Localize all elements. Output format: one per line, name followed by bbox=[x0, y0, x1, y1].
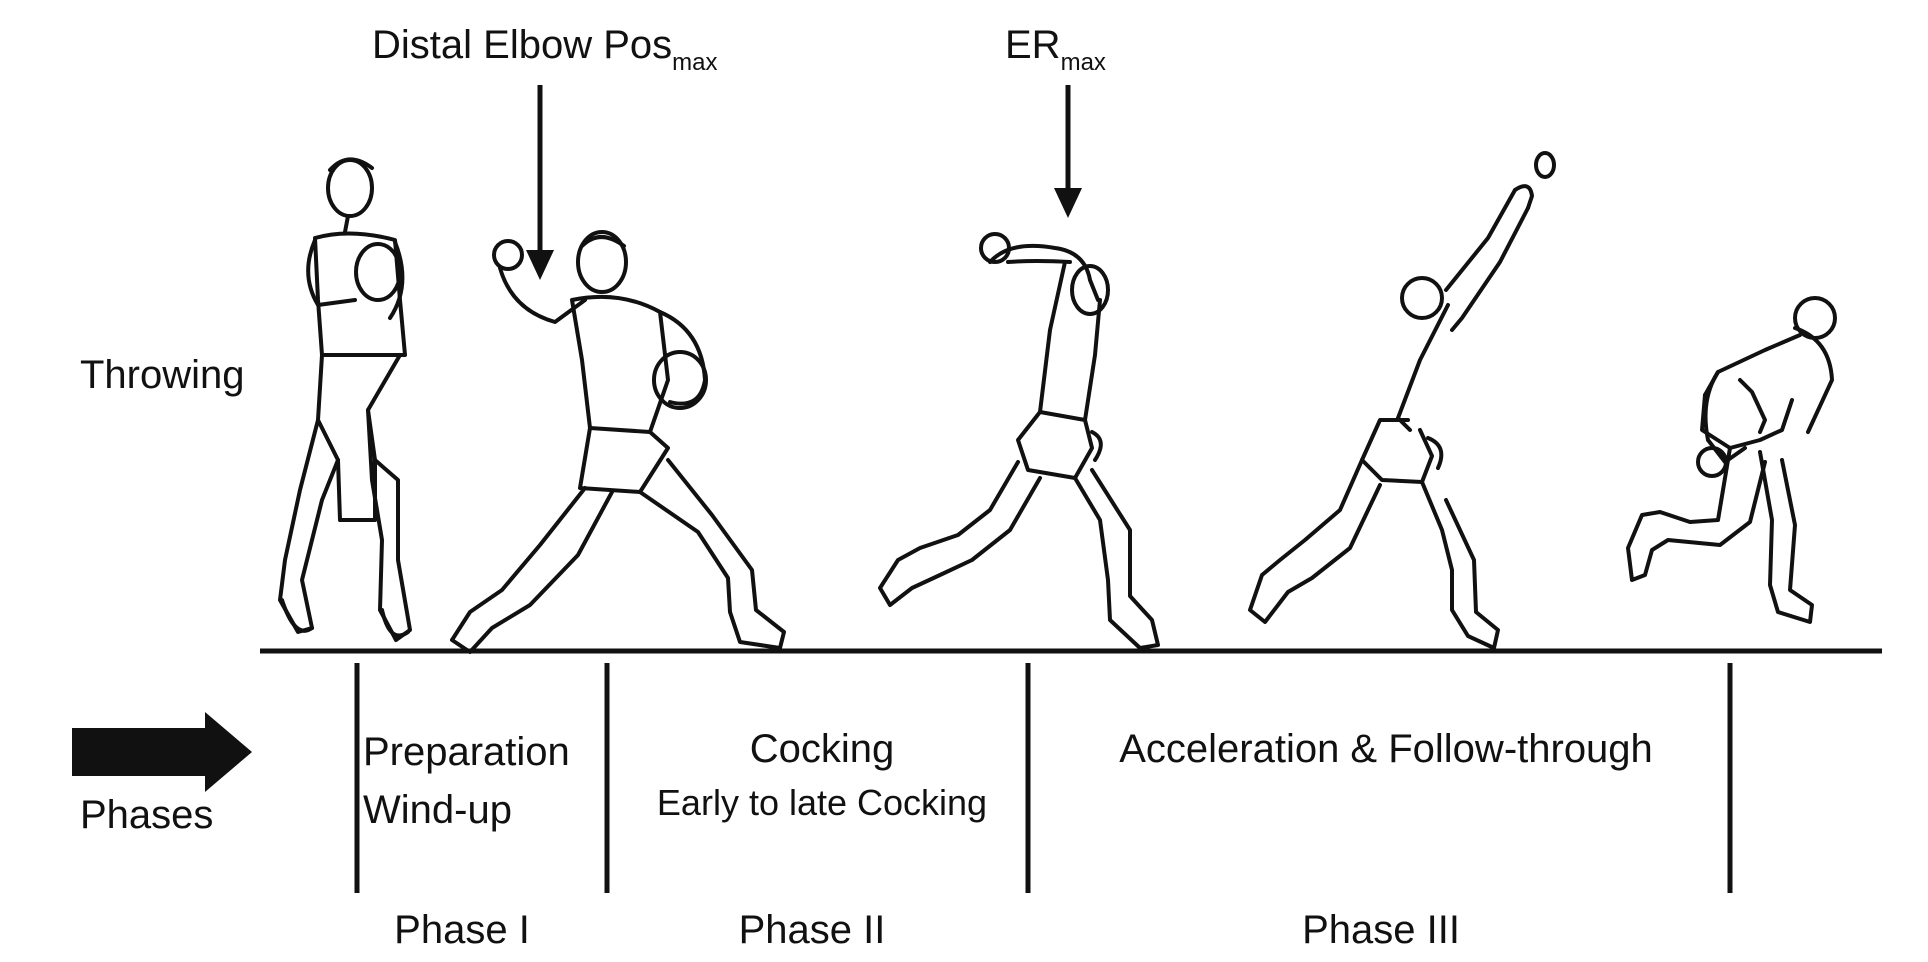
phases-label: Phases bbox=[80, 793, 213, 837]
cocking-sub-label: Early to late Cocking bbox=[657, 782, 987, 823]
er-arrow bbox=[1054, 85, 1082, 218]
windup-label: Wind-up bbox=[363, 788, 512, 832]
phase-2-label: Phase II bbox=[739, 908, 886, 952]
er-annotation: ERmax bbox=[1005, 23, 1106, 76]
phase-1-label: Phase I bbox=[394, 908, 530, 952]
throwing-label: Throwing bbox=[80, 353, 245, 397]
phases-arrow-icon bbox=[72, 712, 252, 792]
acceleration-label: Acceleration & Follow-through bbox=[1119, 727, 1653, 771]
thrower-figure-1 bbox=[278, 157, 412, 642]
preparation-label: Preparation bbox=[363, 730, 570, 774]
thrower-figure-5 bbox=[1626, 296, 1837, 624]
cocking-label: Cocking bbox=[750, 727, 895, 771]
elbow-arrow bbox=[526, 85, 554, 280]
thrower-figure-2 bbox=[450, 230, 786, 654]
phase-3-label: Phase III bbox=[1302, 908, 1460, 952]
thrower-figure-3 bbox=[878, 232, 1160, 650]
distal-elbow-annotation: Distal Elbow Posmax bbox=[372, 23, 717, 76]
thrower-figure-4 bbox=[1248, 151, 1556, 650]
